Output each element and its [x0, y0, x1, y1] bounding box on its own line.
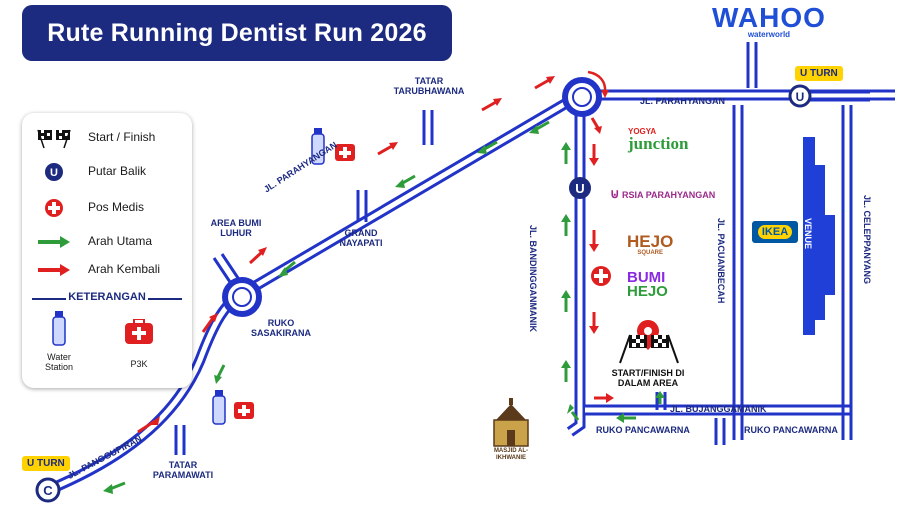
label-ruko-pancawarna-1: RUKO PANCAWARNA [596, 425, 690, 435]
roundabout-sasakirana [222, 277, 262, 317]
green-arrow-icon [38, 236, 70, 248]
svg-text:U: U [796, 90, 805, 104]
red-arrow-icon [38, 264, 70, 276]
main-arrows [103, 120, 665, 494]
legend-p3k: P3K [130, 359, 148, 369]
return-arrows [137, 76, 614, 434]
checkered-flag-icon [37, 129, 71, 149]
legend-water-station: Water Station [44, 352, 74, 373]
brand-ikea: IKEA [757, 225, 793, 239]
label-text: TATAR TARUBHAWANA [393, 76, 465, 97]
first-aid-icon [335, 144, 355, 161]
svg-text:U: U [50, 167, 58, 179]
brand-hejo2: HEJO [627, 283, 668, 301]
medical-cross-icon [45, 199, 63, 217]
legend-label: Start / Finish [88, 130, 156, 144]
brand-hejo-sub: SQUARE [637, 250, 663, 256]
medical-post-icon [591, 266, 611, 286]
title-banner: Rute Running Dentist Run 2026 [22, 5, 452, 61]
svg-text:U: U [575, 181, 584, 196]
label-jl-bujanggamanik: JL. BUJANGGAMANIK [670, 404, 767, 414]
legend-keterangan-heading: KETERANGAN [22, 291, 192, 305]
page-title: Rute Running Dentist Run 2026 [47, 18, 427, 47]
label-tatar-tarubhawana: TATAR TARUBHAWANA [393, 76, 465, 97]
label-area-bumi-luhur: AREA BUMI LUHUR [210, 218, 262, 239]
label-ruko-pancawarna-2: RUKO PANCAWARNA [744, 425, 838, 435]
label-venue: VENUE [803, 218, 813, 250]
brand-hejo: HEJO [627, 232, 674, 251]
hejo-square-logo: HEJO SQUARE [627, 232, 673, 256]
road-bandingganmanik [566, 110, 586, 437]
legend-label: Pos Medis [88, 200, 145, 214]
divider [32, 298, 66, 300]
first-aid-icon [125, 319, 153, 344]
water-bottle-icon [52, 311, 66, 346]
label-jl-parahyangan-top: JL. PARAHYANGAN [640, 96, 726, 106]
legend-item-arah-utama: Arah Utama [22, 231, 192, 253]
label-ruko-sasakirana: RUKO SASAKIRANA [250, 318, 311, 339]
legend-label: Arah Utama [88, 234, 153, 248]
divider [148, 298, 182, 300]
mosque-icon [493, 398, 529, 447]
label-tatar-paramawati: TATAR PARAMAWATI [152, 460, 214, 481]
u-turn-icon: U [45, 163, 63, 181]
legend-label: Putar Balik [88, 164, 147, 178]
legend-item-arah-kembali: Arah Kembali [22, 259, 192, 281]
rsia-icon: ⊍ [610, 186, 620, 201]
bumi-hejo-logo: BUMI HEJO [627, 269, 668, 301]
svg-text:C: C [43, 483, 53, 498]
u-turn-icon: U [788, 84, 812, 108]
label-jl-celeppanyang: JL. CELEPPANYANG [862, 195, 872, 285]
legend-item-putar-balik: U Putar Balik [22, 161, 192, 183]
wahoo-logo: WAHOO waterworld [712, 2, 826, 39]
legend-label: Arah Kembali [88, 262, 161, 276]
side-streets [174, 110, 726, 455]
first-aid-icon [234, 402, 254, 419]
road-wahoo [746, 42, 758, 88]
legend-heading: KETERANGAN [68, 291, 146, 303]
legend-item-start-finish: Start / Finish [22, 127, 192, 149]
u-turn-icon: C [35, 477, 61, 503]
water-bottle-icon [212, 390, 226, 425]
label-start-finish-area: START/FINISH DI DALAM AREA [611, 368, 685, 389]
label-jl-bandingganmanik: JL. BANDINGGANMANIK [528, 225, 538, 332]
brand-rsia: RSIA PARAHYANGAN [622, 190, 716, 200]
u-turn-tag-bottom: U TURN [22, 456, 70, 471]
label-grand-nayapati: GRAND NAYAPATI [339, 228, 383, 249]
u-turn-tag-top: U TURN [795, 66, 843, 81]
label-jl-pacuanbecah: JL. PACUANBECAH [716, 218, 726, 304]
wahoo-sub: waterworld [747, 30, 791, 39]
road-pacuanbecah [732, 105, 744, 440]
yogya-junction-logo: YOGYA junction [628, 127, 688, 154]
brand-yogya: YOGYA [628, 127, 657, 136]
rsia-parahyangan-logo: ⊍ RSIA PARAHYANGAN [610, 186, 715, 202]
road-celeppanyang [841, 105, 853, 440]
label-masjid: MASJID AL-IKHWANIE [493, 448, 529, 461]
roundabout-top [562, 70, 609, 117]
legend-panel: Start / Finish U Putar Balik Pos Medis A… [22, 113, 192, 388]
brand-bumi: BUMI [627, 269, 666, 286]
brand-junction: junction [628, 134, 689, 153]
venue-building [803, 137, 835, 335]
wahoo-brand: WAHOO [712, 2, 826, 33]
u-turn-icon: U [569, 177, 591, 199]
water-bottle-icon [311, 128, 325, 165]
road-uturn-right [808, 90, 870, 102]
legend-item-pos-medis: Pos Medis [22, 197, 192, 219]
start-finish-marker [619, 320, 679, 364]
ikea-logo: IKEA [752, 221, 798, 243]
